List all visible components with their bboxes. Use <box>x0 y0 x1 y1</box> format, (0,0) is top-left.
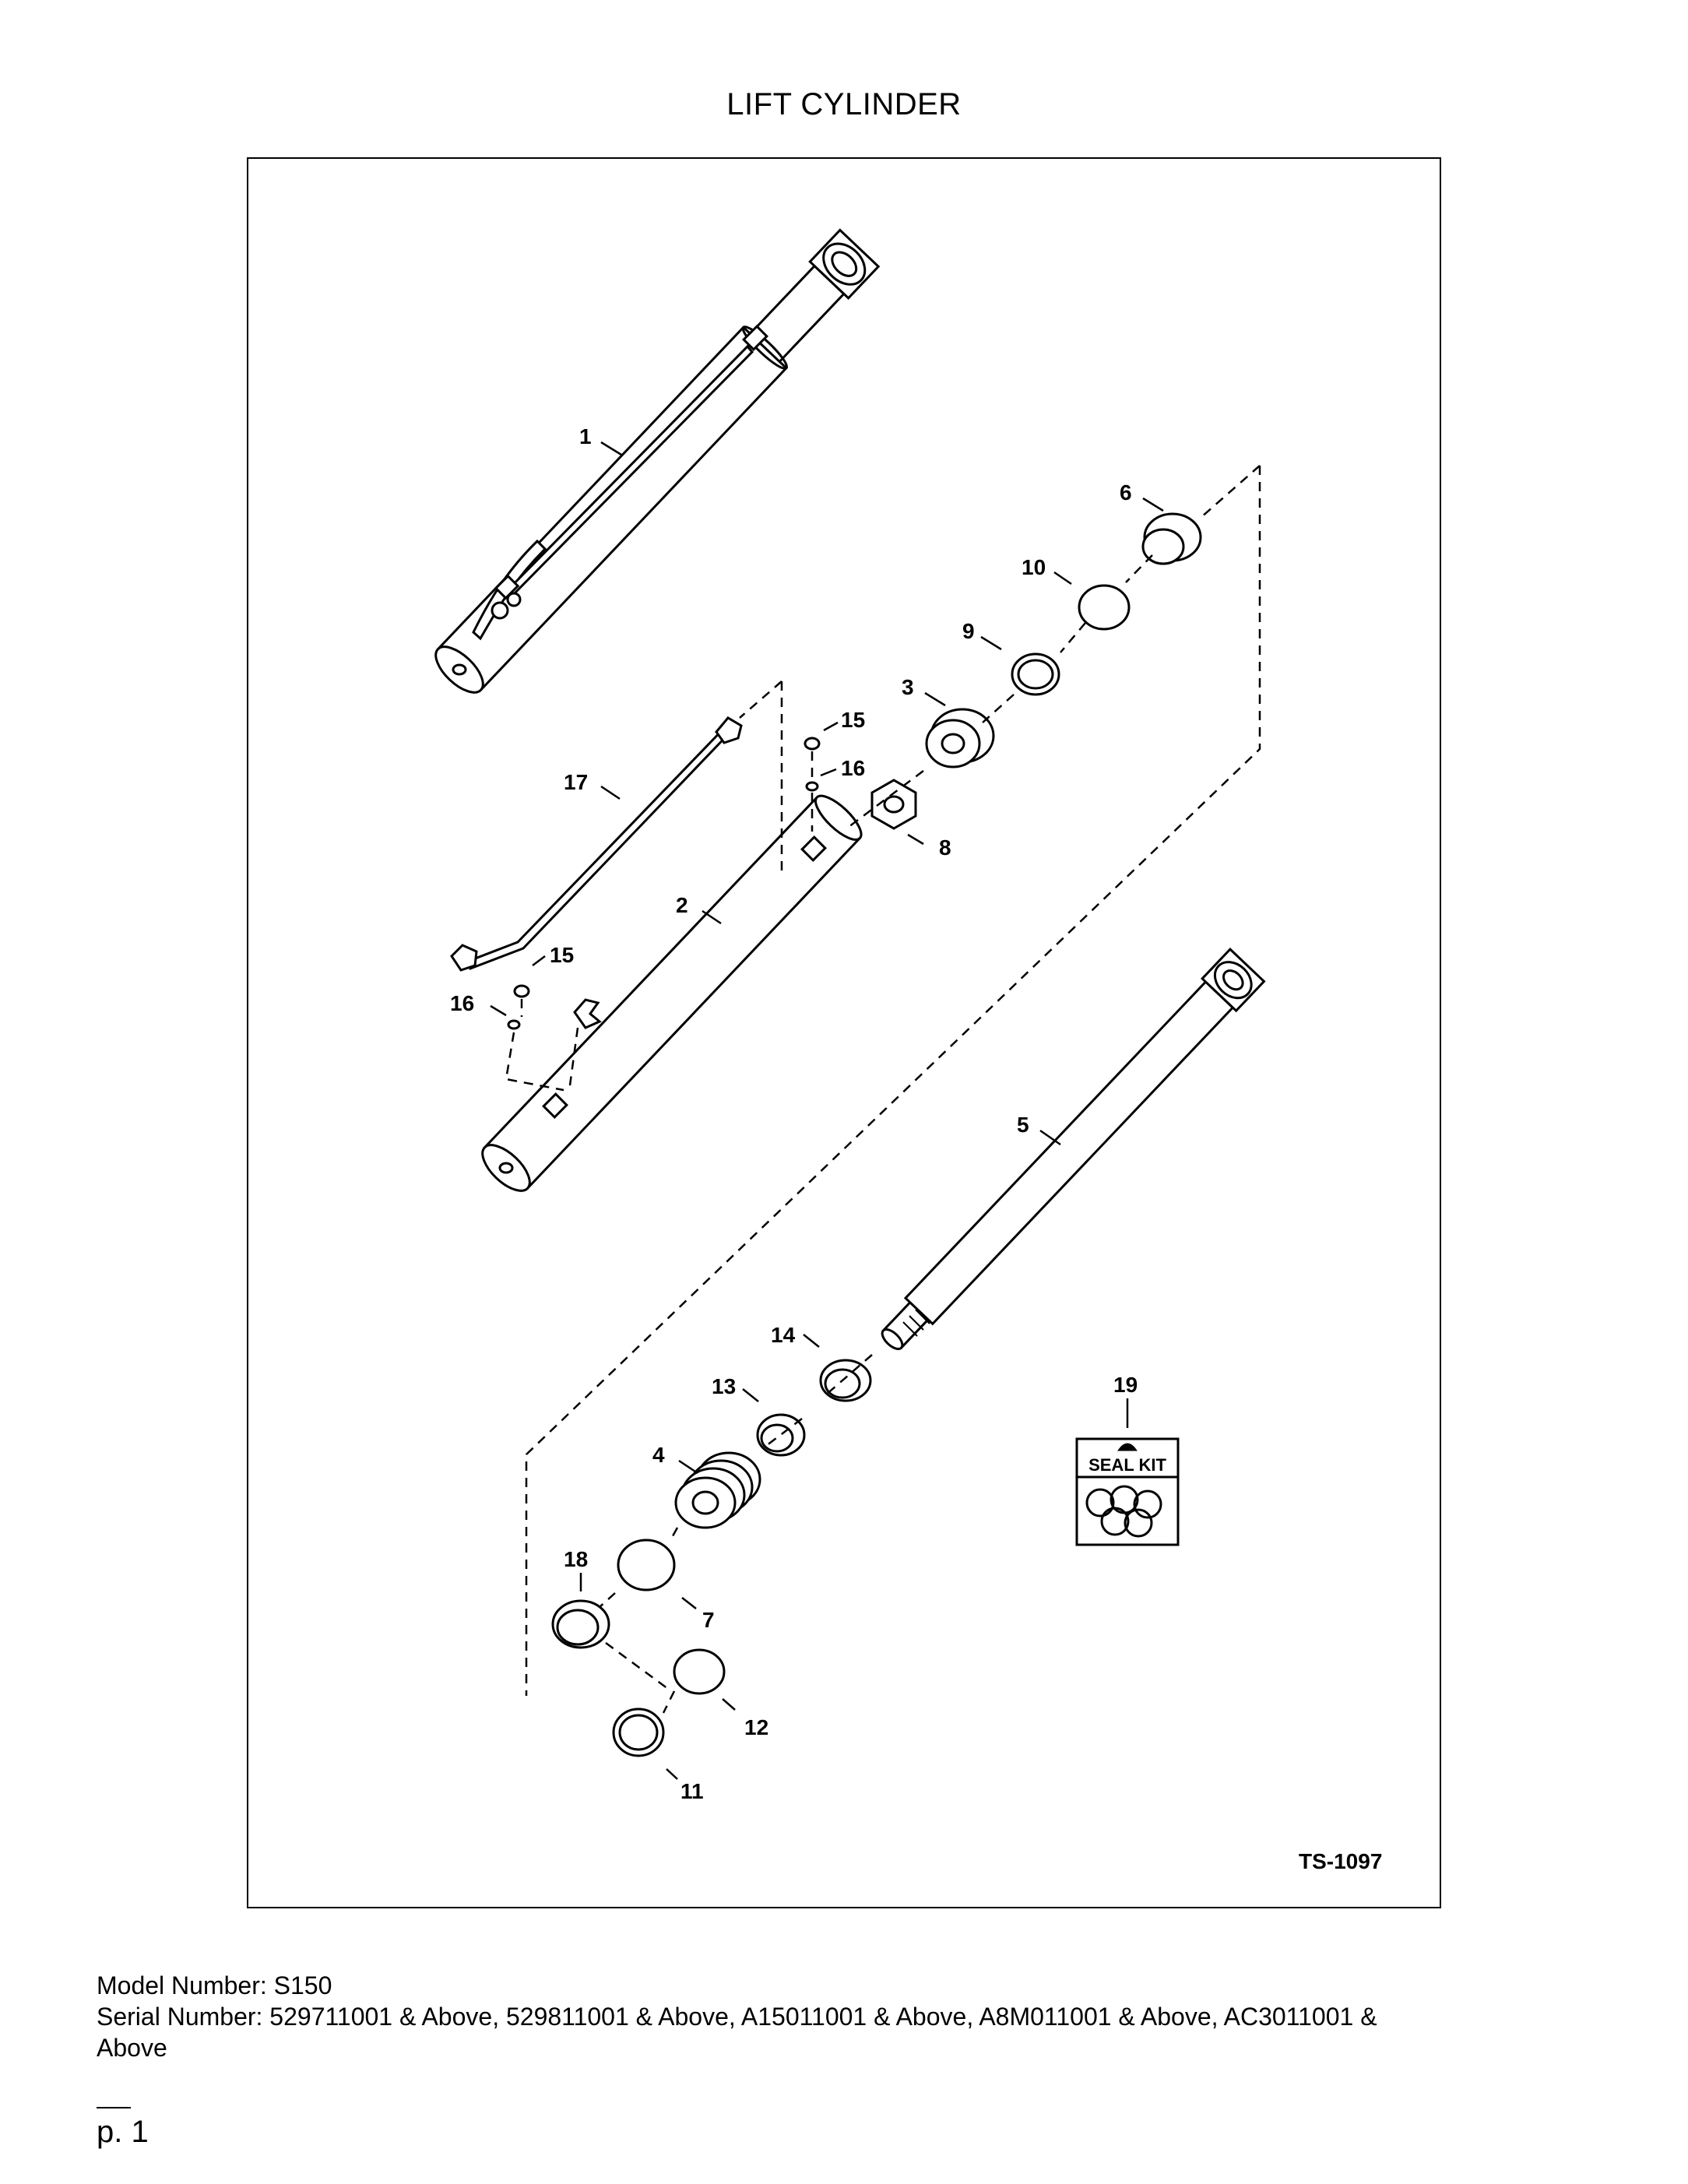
callout-9: 9 <box>962 619 975 643</box>
drawing-number: TS-1097 <box>1299 1849 1382 1873</box>
part-15-plug-upper <box>804 737 821 751</box>
callout-8: 8 <box>939 835 951 860</box>
callout-18: 18 <box>564 1547 588 1571</box>
callout-17: 17 <box>564 770 588 794</box>
part-1-assembled-cylinder <box>434 228 881 694</box>
part-4-piston <box>674 1451 761 1529</box>
part-5-rod <box>881 948 1266 1350</box>
assembly-dashed-lines <box>505 465 1261 1714</box>
page-title: LIFT CYLINDER <box>726 87 962 121</box>
part-13-seal <box>756 1413 806 1457</box>
serial-number-line-2: Above <box>97 2034 167 2062</box>
part-14-seal <box>819 1359 872 1402</box>
fitting-elbow <box>573 998 602 1029</box>
part-15-plug-lower <box>513 984 530 998</box>
part-10-ring <box>1078 584 1131 631</box>
part-16-oring-lower <box>507 1019 521 1030</box>
part-3-gland <box>925 708 995 768</box>
diagram-frame <box>247 157 1441 1908</box>
part-16-oring-upper <box>805 781 819 792</box>
part-7-ring <box>617 1539 676 1591</box>
callout-19: 19 <box>1113 1373 1138 1397</box>
footer: Model Number: S150 Serial Number: 529711… <box>97 1970 1607 2063</box>
part-8-nut <box>870 779 917 830</box>
part-9-ring <box>1011 652 1060 696</box>
part-2-barrel <box>481 794 863 1192</box>
callout-15-upper: 15 <box>841 708 865 732</box>
callout-4: 4 <box>652 1443 665 1467</box>
part-18-seal <box>551 1599 610 1649</box>
callout-12: 12 <box>744 1715 768 1739</box>
part-17-tube <box>450 716 743 972</box>
page-number: p. 1 <box>97 2115 149 2149</box>
part-6-bushing <box>1141 512 1202 565</box>
callout-leaders <box>490 441 1164 1780</box>
part-19-seal-kit <box>1075 1437 1180 1546</box>
part-11-ring <box>612 1707 665 1757</box>
callout-1: 1 <box>579 424 592 448</box>
callout-13: 13 <box>712 1374 736 1398</box>
model-number: Model Number: S150 <box>97 1971 332 1999</box>
callout-7: 7 <box>702 1608 715 1632</box>
callout-10: 10 <box>1022 555 1046 579</box>
seal-kit-label: SEAL KIT <box>1088 1455 1166 1475</box>
callout-2: 2 <box>676 893 688 917</box>
callout-16-lower: 16 <box>450 991 474 1015</box>
callout-3: 3 <box>902 675 914 699</box>
part-12-ring <box>673 1648 726 1695</box>
callout-11: 11 <box>680 1779 704 1803</box>
callout-6: 6 <box>1120 480 1132 505</box>
callout-16-upper: 16 <box>841 756 865 780</box>
callout-14: 14 <box>771 1323 796 1347</box>
serial-number-line-1: Serial Number: 529711001 & Above, 529811… <box>97 2003 1377 2031</box>
page-number-rule <box>97 2107 131 2108</box>
callout-5: 5 <box>1017 1113 1029 1137</box>
callout-15-lower: 15 <box>550 943 574 967</box>
